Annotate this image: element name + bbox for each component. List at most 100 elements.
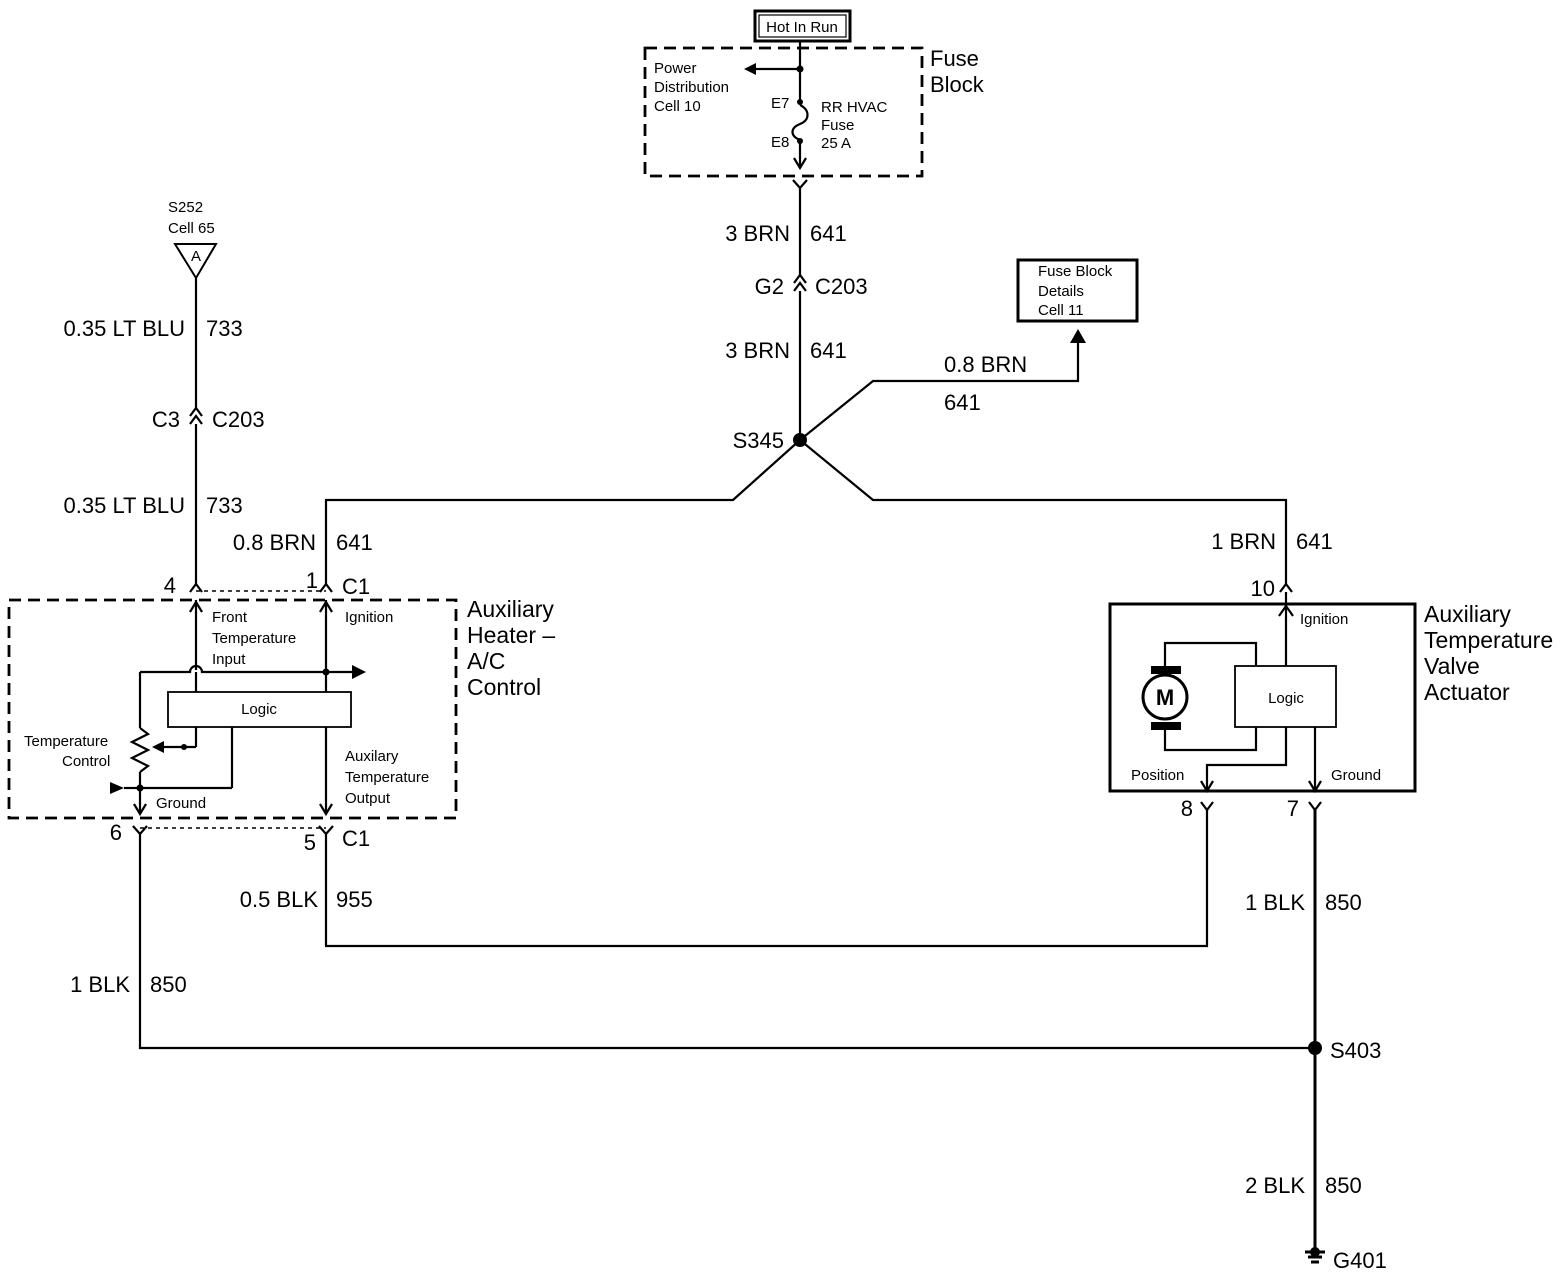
terminal-e8: E8 — [771, 134, 789, 151]
ground-g401-label: G401 — [1333, 1248, 1387, 1273]
actuator-title-3: Valve — [1424, 653, 1480, 679]
wire-circuit-733-lower: 733 — [206, 493, 243, 518]
potentiometer-icon — [129, 727, 151, 773]
lt-blu-wire: 0.35 LT BLU 733 C3 C203 0.35 LT BLU 733 — [64, 278, 265, 585]
actuator-title-1: Auxiliary — [1424, 601, 1511, 627]
fuse-label-3: 25 A — [821, 135, 851, 152]
wire-circuit-850-control: 850 — [150, 972, 187, 997]
actuator-ignition-wire: 1 BRN 641 — [799, 439, 1333, 585]
wire-label-1brn-actuator: 1 BRN — [1211, 529, 1276, 554]
wire-label-3brn-top: 3 BRN — [725, 221, 790, 246]
wire-label-08brn-branch: 0.8 BRN — [944, 352, 1027, 377]
wire-label-08brn-control: 0.8 BRN — [233, 530, 316, 555]
actuator-ignition-label: Ignition — [1300, 611, 1348, 628]
wire-circuit-850-main: 850 — [1325, 1173, 1362, 1198]
aux-control-title-3: A/C — [467, 648, 505, 674]
wire-circuit-955: 955 — [336, 887, 373, 912]
wire-circuit-850-actuator: 850 — [1325, 890, 1362, 915]
arrow-up-icon — [1070, 329, 1086, 343]
actuator-title-2: Temperature — [1424, 627, 1553, 653]
fuse-details-line-1: Fuse Block — [1038, 263, 1113, 280]
aux-heater-ac-control: 4 1 C1 Auxiliary Heater – A/C Control Fr… — [7, 568, 555, 855]
wire-label-1blk-control: 1 BLK — [70, 972, 130, 997]
fuse-block-title-2: Block — [930, 72, 985, 97]
front-temp-input-2: Temperature — [212, 630, 296, 647]
wire-circuit-641-top: 641 — [810, 221, 847, 246]
control-logic-label: Logic — [241, 701, 277, 718]
s252-letter: A — [191, 248, 201, 265]
actuator-ground-wire: 1 BLK 850 — [1245, 810, 1362, 1048]
wire-label-3brn-mid: 3 BRN — [725, 338, 790, 363]
splice-s403-label: S403 — [1330, 1038, 1381, 1063]
aux-temp-output-2: Temperature — [345, 769, 429, 786]
pin-4: 4 — [164, 573, 176, 598]
s252-cell: Cell 65 — [168, 220, 215, 237]
aux-temp-output-1: Auxilary — [345, 748, 399, 765]
aux-control-title-2: Heater – — [467, 622, 555, 648]
main-feed-wire: 3 BRN 641 G2 C203 3 BRN 641 — [725, 188, 868, 440]
fuse-label-2: Fuse — [821, 117, 854, 134]
connector-female-icon — [792, 179, 808, 190]
control-ignition-label: Ignition — [345, 609, 393, 626]
connector-c203-main: C203 — [815, 274, 868, 299]
pin-5: 5 — [304, 830, 316, 855]
connector-g2: G2 — [755, 274, 784, 299]
pin-8: 8 — [1181, 796, 1193, 821]
wire-label-05blk: 0.5 BLK — [240, 887, 319, 912]
pin-1: 1 — [306, 568, 318, 593]
power-distribution-line-3: Cell 10 — [654, 98, 701, 115]
aux-control-title-4: Control — [467, 674, 541, 700]
actuator-title-4: Actuator — [1424, 679, 1510, 705]
control-ground-wire: 1 BLK 850 — [70, 834, 1315, 1050]
wire-label-2blk: 2 BLK — [1245, 1173, 1305, 1198]
aux-temp-valve-actuator: 10 Auxiliary Temperature Valve Actuator … — [1108, 576, 1553, 821]
pin-10: 10 — [1251, 576, 1275, 601]
wire-circuit-641-mid: 641 — [810, 338, 847, 363]
wire-label-ltblu-lower: 0.35 LT BLU — [64, 493, 185, 518]
wire-circuit-641-actuator: 641 — [1296, 529, 1333, 554]
splice-s345-label: S345 — [733, 428, 784, 453]
connector-c3: C3 — [152, 407, 180, 432]
power-distribution-line-1: Power — [654, 60, 697, 77]
temp-control-1: Temperature — [24, 733, 108, 750]
pin-7: 7 — [1287, 796, 1299, 821]
connector-c203-icon — [793, 273, 807, 292]
splice-s403: S403 — [1308, 1038, 1381, 1063]
power-distribution-line-2: Distribution — [654, 79, 729, 96]
wire-circuit-733-upper: 733 — [206, 316, 243, 341]
wire-label-1blk-actuator: 1 BLK — [1245, 890, 1305, 915]
fuse-block-title-1: Fuse — [930, 46, 979, 71]
control-ignition-wire: 0.8 BRN 641 — [233, 439, 801, 585]
motor-label: M — [1156, 685, 1174, 710]
splice-s345: S345 — [733, 428, 807, 453]
pin-6: 6 — [110, 820, 122, 845]
actuator-ground-label: Ground — [1331, 767, 1381, 784]
connector-c203-blu: C203 — [212, 407, 265, 432]
connector-c203-blu-icon — [189, 406, 203, 425]
terminal-e7: E7 — [771, 95, 789, 112]
splice-reference-s252: S252 Cell 65 A — [168, 199, 218, 280]
connector-c1-bottom: C1 — [342, 826, 370, 851]
s252-label: S252 — [168, 199, 203, 216]
temp-control-2: Control — [62, 753, 110, 770]
actuator-logic-label: Logic — [1268, 690, 1304, 707]
fuse-block: Fuse Block Power Distribution Cell 10 E7… — [643, 41, 985, 178]
aux-control-title-1: Auxiliary — [467, 596, 554, 622]
wire-label-ltblu-upper: 0.35 LT BLU — [64, 316, 185, 341]
position-signal-wire: 0.5 BLK 955 — [240, 810, 1209, 948]
power-source: Hot In Run — [753, 9, 852, 43]
front-temp-input-1: Front — [212, 609, 248, 626]
fuse-details-line-2: Details — [1038, 283, 1084, 300]
motor-icon: M — [1141, 666, 1189, 730]
main-ground-wire: 2 BLK 850 — [1245, 1048, 1362, 1250]
control-ground-label: Ground — [156, 795, 206, 812]
fuse-details-branch: 0.8 BRN 641 Fuse Block Details Cell 11 — [799, 258, 1139, 441]
connector-c1-top: C1 — [342, 574, 370, 599]
fuse-details-line-3: Cell 11 — [1038, 302, 1084, 319]
ground-g401: G401 — [1305, 1247, 1387, 1273]
aux-temp-output-3: Output — [345, 790, 391, 807]
wire-circuit-641-branch: 641 — [944, 390, 981, 415]
hot-in-run-label: Hot In Run — [766, 19, 838, 36]
wire-circuit-641-control: 641 — [336, 530, 373, 555]
